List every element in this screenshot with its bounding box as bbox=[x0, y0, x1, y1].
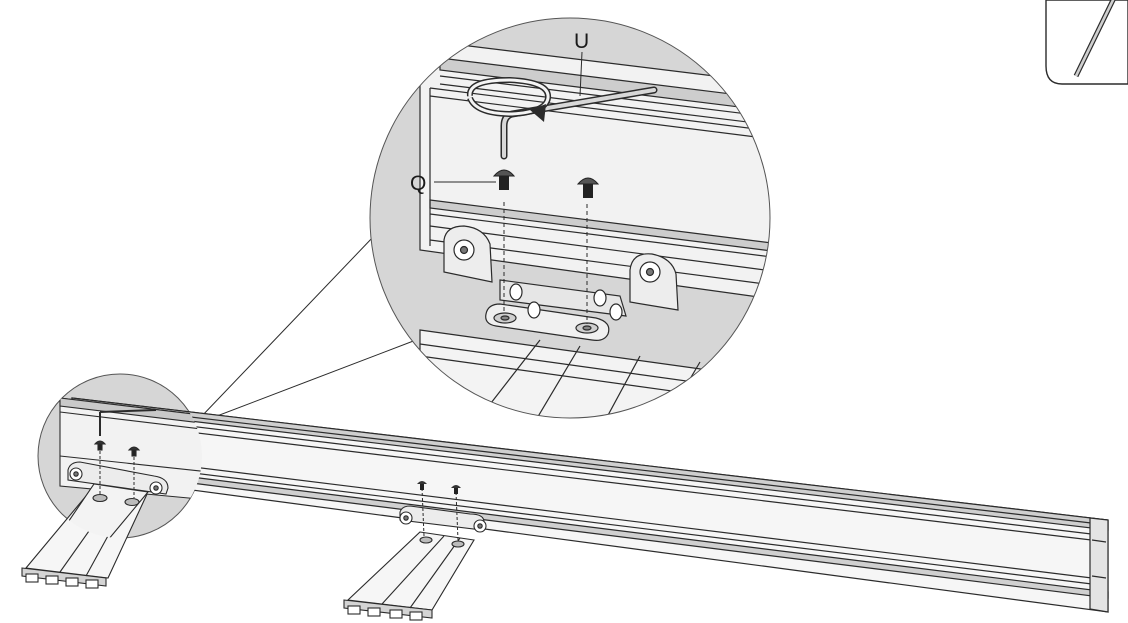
small-zoom-detail bbox=[59, 397, 202, 538]
rotation-arrow-icon bbox=[467, 76, 552, 122]
label-wrench-u: U bbox=[574, 30, 589, 53]
screw-pair-middle bbox=[417, 481, 461, 541]
bracket-middle bbox=[399, 505, 487, 548]
zoom-leader-lines bbox=[195, 235, 417, 425]
foot-rail-middle bbox=[343, 531, 475, 621]
wrench-callout-line bbox=[579, 51, 583, 97]
tool-inset-box bbox=[1045, 0, 1128, 85]
screw-q-right bbox=[576, 177, 600, 198]
large-zoom-detail bbox=[419, 39, 770, 418]
screw-q-left bbox=[492, 169, 516, 190]
long-rail bbox=[71, 397, 1109, 613]
label-screw-q: Q bbox=[410, 172, 426, 195]
